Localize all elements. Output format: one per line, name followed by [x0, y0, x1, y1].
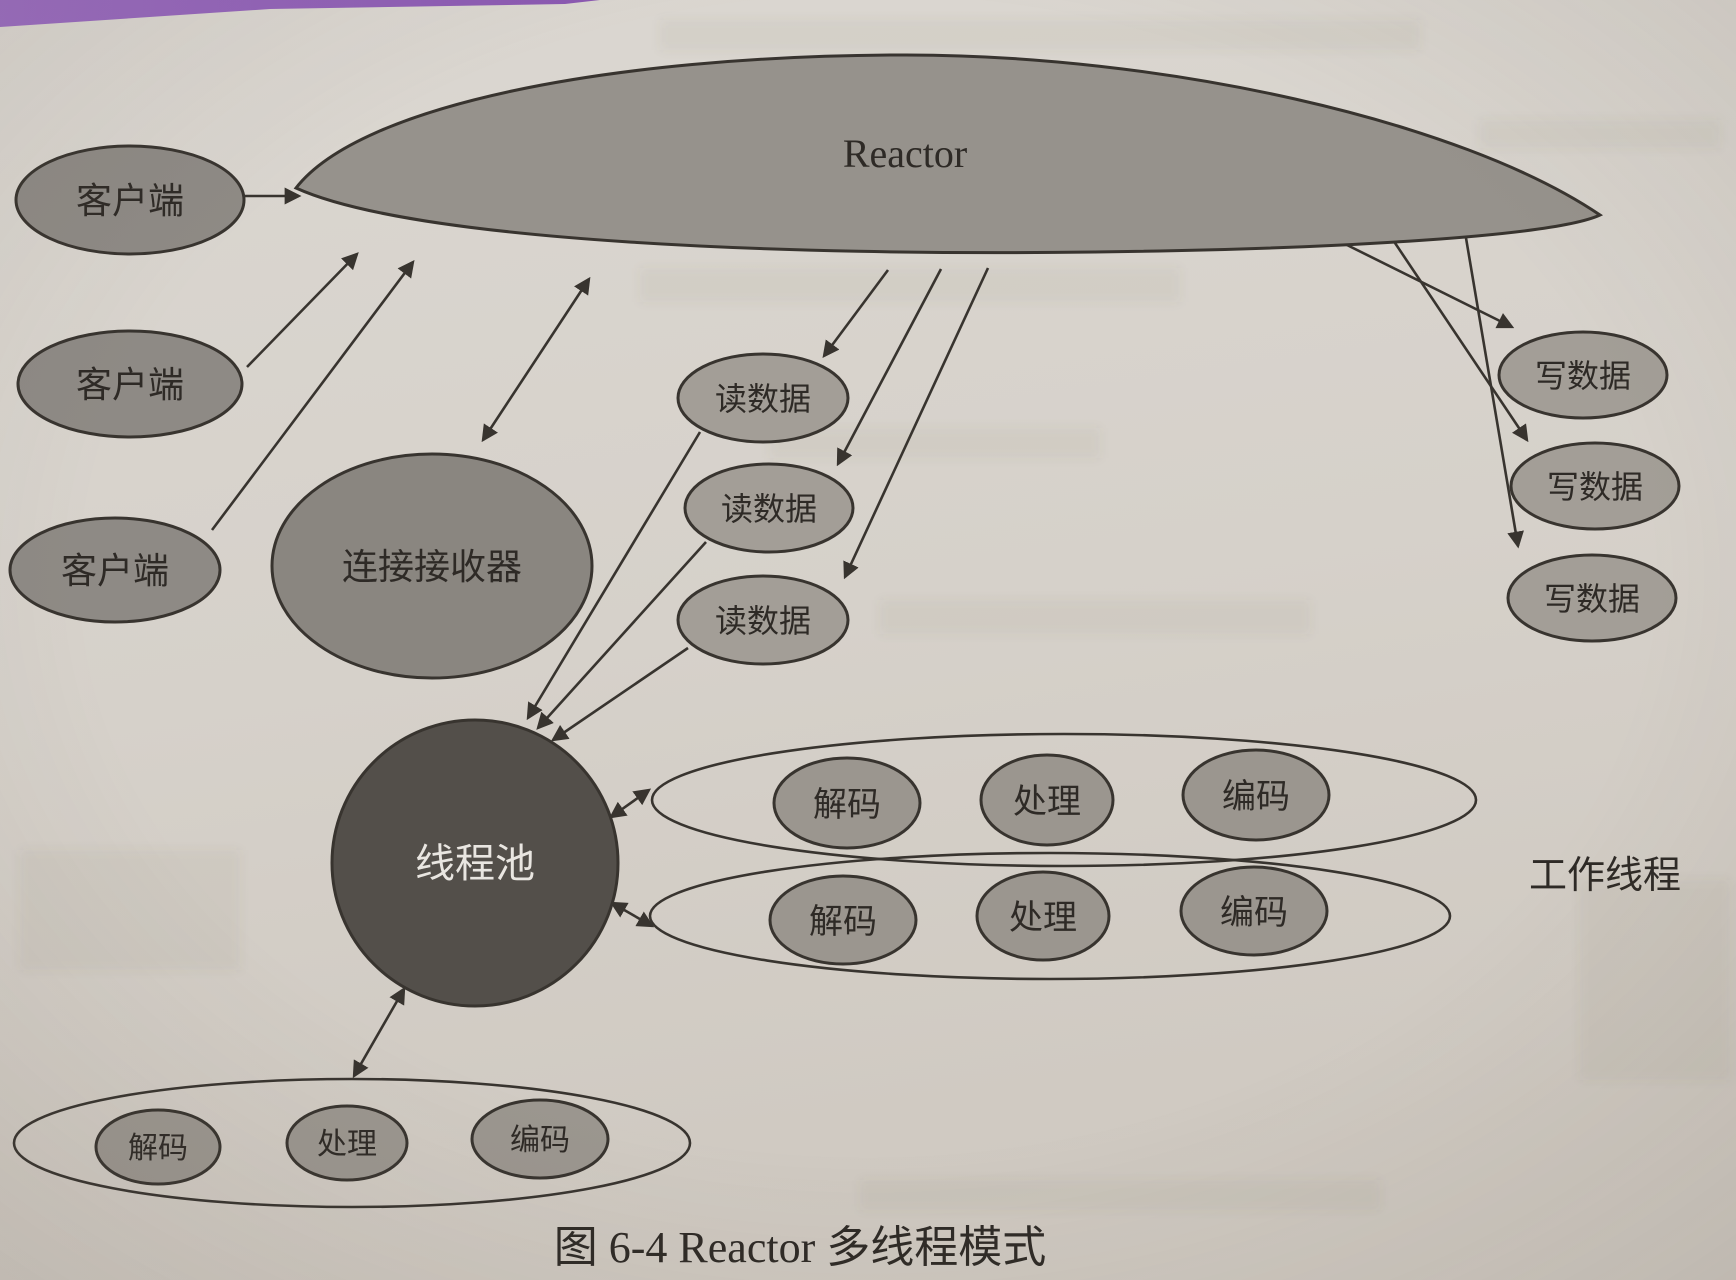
- encode-step-label: 编码: [510, 1124, 570, 1157]
- client-node-3: 客户端: [8, 516, 222, 624]
- write-handler-node-1: 写数据: [1497, 330, 1669, 420]
- client-label: 客户端: [76, 365, 184, 405]
- encode-step-label: 编码: [1220, 894, 1288, 932]
- read-handler-node-2: 读数据: [683, 462, 855, 554]
- write-handler-node-3: 写数据: [1506, 553, 1678, 643]
- page-bleed-smudge: [860, 1180, 1380, 1210]
- read-handler-label: 读数据: [715, 381, 811, 417]
- figure-caption: 图 6-4 Reactor 多线程模式: [554, 1223, 1046, 1272]
- write-handler-node-2: 写数据: [1509, 441, 1681, 531]
- worker-threads-label: 工作线程: [1529, 855, 1681, 897]
- read-handler-label: 读数据: [721, 491, 817, 527]
- read-handler-node-3: 读数据: [676, 574, 850, 666]
- acceptor-node: 连接接收器: [270, 452, 594, 680]
- decode-step-label: 解码: [809, 903, 877, 941]
- process-step-label: 处理: [1013, 784, 1081, 821]
- client-node-1: 客户端: [14, 144, 246, 256]
- write-handler-label: 写数据: [1547, 469, 1643, 505]
- encode-step-label: 编码: [1222, 778, 1290, 816]
- page-bleed-smudge: [20, 850, 240, 970]
- acceptor-label: 连接接收器: [342, 547, 522, 587]
- process-step-label: 处理: [1009, 900, 1077, 937]
- process-step-label: 处理: [317, 1128, 377, 1161]
- page-bleed-smudge: [1580, 880, 1730, 1080]
- page-bleed-smudge: [660, 20, 1420, 50]
- thread-pool-node: 线程池: [330, 718, 620, 1008]
- thread-pool-label: 线程池: [415, 841, 535, 886]
- reactor-label: Reactor: [843, 131, 967, 176]
- write-handler-label: 写数据: [1535, 358, 1631, 394]
- page-bleed-smudge: [640, 268, 1180, 302]
- client-node-2: 客户端: [16, 329, 244, 439]
- decode-step-label: 解码: [128, 1132, 188, 1165]
- page-bleed-smudge: [1480, 120, 1720, 148]
- page-bleed-smudge: [880, 600, 1310, 634]
- write-handler-label: 写数据: [1544, 581, 1640, 617]
- read-handler-label: 读数据: [715, 603, 811, 639]
- client-label: 客户端: [61, 551, 169, 591]
- decode-step-label: 解码: [813, 786, 881, 824]
- client-label: 客户端: [76, 181, 184, 221]
- read-handler-node-1: 读数据: [676, 352, 850, 444]
